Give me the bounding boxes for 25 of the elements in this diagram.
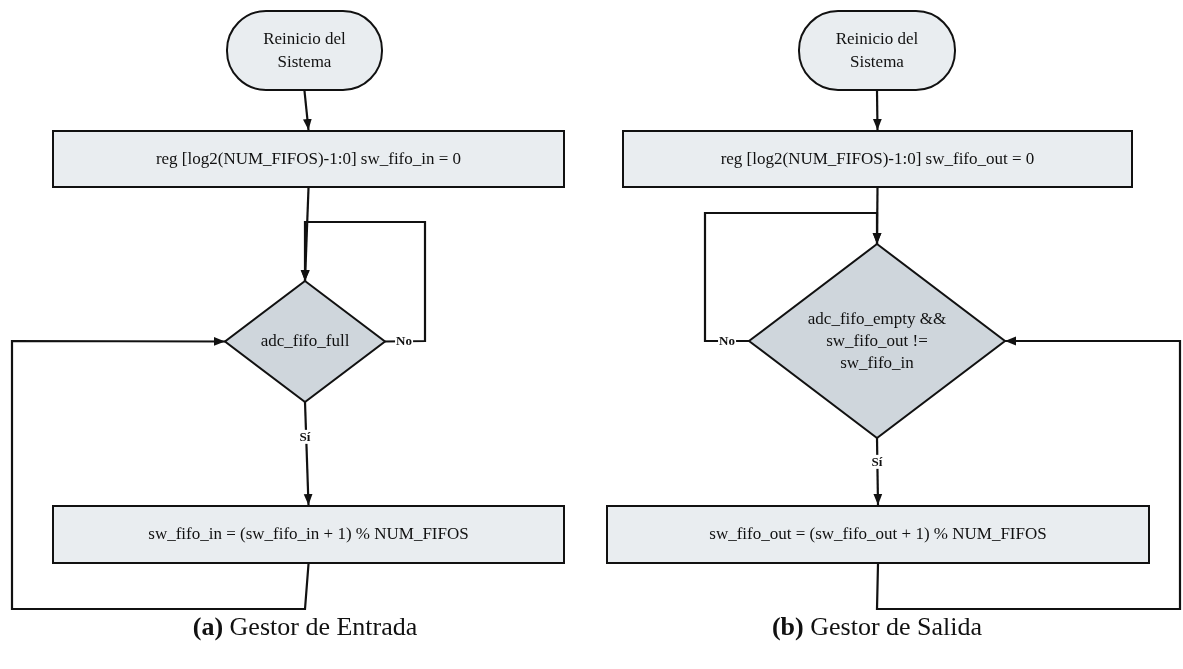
edge-label: Sí	[298, 429, 312, 445]
node-text: Reinicio del Sistema	[262, 28, 347, 73]
arrow	[10, 337, 310, 611]
subfigure-caption: (a) Gestor de Entrada	[192, 612, 418, 642]
arrow	[300, 220, 427, 343]
process-box	[622, 130, 1133, 188]
node-text: reg [log2(NUM_FIFOS)-1:0] sw_fifo_in = 0	[155, 147, 462, 170]
subfigure-caption: (b) Gestor de Salida	[771, 612, 983, 642]
node-text: Reinicio del Sistema	[834, 28, 920, 73]
arrow	[703, 211, 882, 343]
edge-label: Sí	[870, 454, 884, 470]
node-text: sw_fifo_in = (sw_fifo_in + 1) % NUM_FIFOS	[148, 523, 469, 546]
decision-diamond	[225, 281, 385, 402]
process-box	[52, 130, 565, 188]
process-box	[606, 505, 1150, 564]
arrow	[303, 90, 312, 131]
node-text: sw_fifo_out = (sw_fifo_out + 1) % NUM_FIFOS	[709, 523, 1047, 546]
process-box	[52, 505, 565, 564]
decision-diamond	[749, 244, 1005, 438]
arrow	[875, 336, 1182, 611]
node-text: adc_fifo_full	[260, 330, 350, 353]
arrow	[303, 401, 313, 506]
arrow	[872, 91, 882, 130]
node-text: adc_fifo_empty && sw_fifo_out != sw_fifo_in	[806, 307, 948, 375]
node-text: reg [log2(NUM_FIFOS)-1:0] sw_fifo_out = 0	[720, 147, 1035, 170]
